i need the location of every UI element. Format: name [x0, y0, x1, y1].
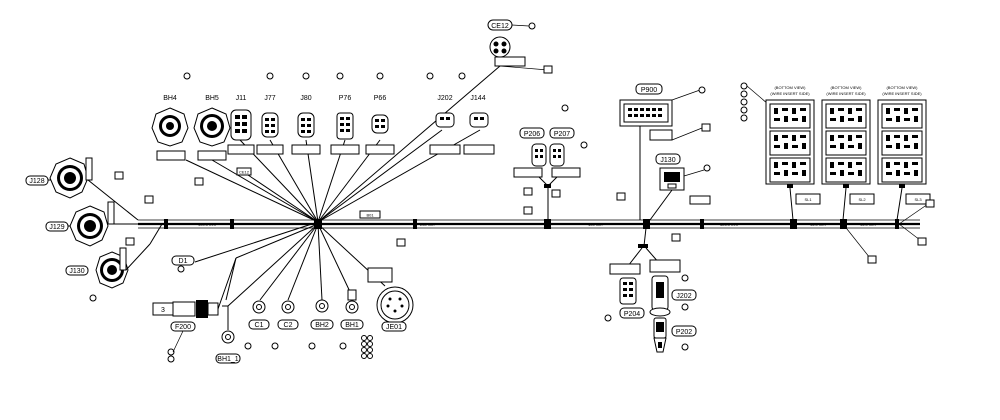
svg-text:BH5: BH5: [205, 95, 219, 102]
svg-text:BH1_1: BH1_1: [217, 356, 239, 363]
dim-label: 45.0 mm: [810, 222, 826, 227]
connector-j80: J80: [291, 72, 321, 155]
svg-text:P206: P206: [524, 131, 540, 138]
svg-text:P207: P207: [554, 131, 570, 138]
connector-j130-top: J130: [649, 153, 711, 221]
svg-text:P202: P202: [676, 329, 692, 336]
connector-bh4: BH4: [151, 95, 189, 161]
svg-text:(WIRE INSERT SIDE): (WIRE INSERT SIDE): [826, 91, 866, 96]
connector-j130: J130: [65, 223, 163, 302]
connector-p204: P204: [604, 263, 645, 322]
connector-ce12: CE12: [487, 19, 553, 74]
svg-text:SL1: SL1: [804, 197, 812, 202]
relay-panel-1: (BOTTOM VIEW) (WIRE INSERT SIDE) SL1: [765, 85, 821, 221]
dim-label: 45.0 mm: [860, 222, 876, 227]
svg-text:J144: J144: [470, 95, 485, 102]
svg-text:CE12: CE12: [491, 23, 509, 30]
svg-text:J11: J11: [236, 95, 247, 102]
svg-text:3: 3: [161, 307, 165, 314]
connector-p66: P66: [365, 72, 395, 155]
connector-j202-lower: J202: [649, 259, 697, 317]
svg-text:J130: J130: [660, 157, 675, 164]
connector-bh1-1: BH1_1: [215, 306, 241, 364]
connector-d1: D1: [171, 255, 195, 266]
svg-text:(BOTTOM VIEW): (BOTTOM VIEW): [774, 85, 806, 90]
connector-p76: P76: [330, 72, 360, 155]
connector-bh1: BH1: [339, 289, 364, 350]
lower-branches: [222, 223, 386, 307]
svg-text:J80: J80: [300, 95, 311, 102]
dim-label: 400.0 mm: [198, 222, 216, 227]
upper-branches: [185, 62, 501, 263]
svg-text:F200: F200: [175, 324, 191, 331]
connector-c2: C2: [271, 300, 299, 350]
dim-label: 325.0 mm: [720, 222, 738, 227]
connector-p206-p207: P206 P207: [513, 127, 581, 220]
connector-j128: J128: [25, 157, 139, 221]
svg-text:BH1: BH1: [345, 322, 359, 329]
relay-panel-3: (BOTTOM VIEW) (WIRE INSERT SIDE) SL3: [877, 85, 931, 221]
svg-text:(BOTTOM VIEW): (BOTTOM VIEW): [886, 85, 918, 90]
relay-panel-legend: [740, 82, 769, 122]
dim-label: 100 mm: [588, 222, 603, 227]
connector-p900: P900: [616, 83, 711, 220]
svg-text:J77: J77: [264, 95, 275, 102]
svg-text:J128: J128: [29, 178, 44, 185]
dim-label: 230 mm: [420, 222, 435, 227]
svg-text:C1: C1: [255, 322, 264, 329]
connector-j129: J129: [45, 201, 138, 247]
svg-text:P900: P900: [641, 87, 657, 94]
connector-j11: J11: [227, 95, 255, 155]
svg-text:BH4: BH4: [163, 95, 177, 102]
svg-text:SL3: SL3: [914, 197, 922, 202]
branch-tag: B01: [366, 213, 374, 218]
svg-text:J130: J130: [69, 268, 84, 275]
connector-f200: 3 F200: [152, 257, 237, 363]
connector-p202: P202: [653, 317, 697, 353]
branch-tag: [236, 167, 252, 176]
svg-text:SL2: SL2: [858, 197, 866, 202]
svg-text:(BOTTOM VIEW): (BOTTOM VIEW): [830, 85, 862, 90]
svg-text:J202: J202: [676, 293, 691, 300]
svg-text:C2: C2: [284, 322, 293, 329]
connector-bh2: BH2: [308, 299, 334, 350]
branch-tag-text: CE12: [239, 170, 250, 175]
relay-panel-2: (BOTTOM VIEW) (WIRE INSERT SIDE) SL2: [821, 85, 875, 221]
svg-text:P76: P76: [339, 95, 352, 102]
svg-text:(WIRE INSERT SIDE): (WIRE INSERT SIDE): [882, 91, 922, 96]
connector-j144: J144: [458, 72, 495, 155]
connector-j77: J77: [256, 72, 284, 155]
svg-text:(WIRE INSERT SIDE): (WIRE INSERT SIDE): [770, 91, 810, 96]
svg-text:J129: J129: [49, 224, 64, 231]
svg-text:JE01: JE01: [386, 324, 402, 331]
connector-c1: C1: [244, 300, 270, 350]
svg-text:J202: J202: [437, 95, 452, 102]
trunk-end-tags: [842, 199, 935, 264]
reference-tags: [114, 104, 588, 273]
trunk-ties: [164, 219, 899, 229]
connector-je01: JE01: [361, 267, 414, 359]
svg-text:D1: D1: [179, 258, 188, 265]
connector-bh5: BH5: [183, 72, 231, 161]
connector-j202: J202: [426, 72, 461, 155]
svg-text:P204: P204: [624, 311, 640, 318]
svg-text:P66: P66: [374, 95, 387, 102]
svg-text:BH2: BH2: [315, 322, 329, 329]
